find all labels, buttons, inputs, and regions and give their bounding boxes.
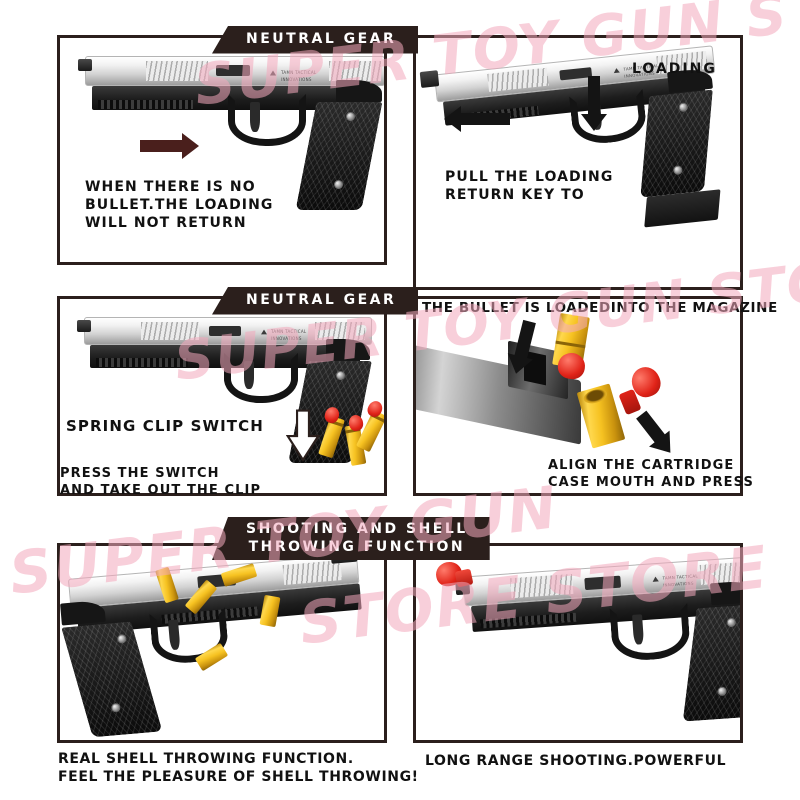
slide-serrations-front xyxy=(510,573,574,599)
arrow-shaft xyxy=(460,113,510,125)
slide-brand-line-2: INNOVATIONS xyxy=(271,336,302,341)
slide-serrations-front xyxy=(146,60,208,82)
accessory-rail xyxy=(98,100,193,109)
ejection-port xyxy=(216,65,250,76)
arrow-shaft xyxy=(140,140,184,152)
arrow-shaft xyxy=(514,319,536,360)
caption-no-bullet: WHEN THERE IS NO BULLET.THE LOADING WILL… xyxy=(85,179,274,232)
ejection-port xyxy=(584,575,622,591)
slide-serrations-rear xyxy=(329,60,381,82)
beavertail xyxy=(709,580,740,606)
caption-real-shell-throwing: REAL SHELL THROWING FUNCTION. FEEL THE P… xyxy=(58,751,419,786)
brand-triangle-icon xyxy=(613,67,620,74)
title-bullet-loaded-magazine: THE BULLET IS LOADEDINTO THE MAGAZINE xyxy=(422,300,778,316)
caption-spring-clip-switch: SPRING CLIP SWITCH xyxy=(66,417,264,435)
slide-serrations-rear xyxy=(282,559,343,586)
trigger xyxy=(244,361,254,389)
muzzle-tip xyxy=(77,320,91,332)
arrow-down-hollow xyxy=(286,409,320,462)
grip-screw-bottom xyxy=(334,180,343,189)
muzzle-tip xyxy=(419,70,440,88)
pistol-illustration-1: TAMN TACTICAL INNOVATIONS xyxy=(60,50,384,215)
trigger-guard xyxy=(609,602,692,663)
panel-neutral-gear-2: TAMN TACTICAL INNOVATIONS xyxy=(57,296,387,496)
panel-shell-throwing xyxy=(57,543,387,743)
cartridge-case-detached xyxy=(576,383,626,449)
pistol-illustration-6: TAMN TACTICAL INNOVATIONS xyxy=(446,546,740,740)
pistol-slide: TAMN TACTICAL INNOVATIONS xyxy=(84,317,372,345)
slide-serrations-front xyxy=(487,67,549,93)
title-loading: LOADING xyxy=(632,61,717,77)
pistol-illustration-3: TAMN TACTICAL INNOVATIONS xyxy=(60,313,384,473)
panel-long-range: TAMN TACTICAL INNOVATIONS xyxy=(413,543,743,743)
arrow-left-black xyxy=(444,106,514,132)
arrow-down-black xyxy=(581,76,607,132)
caption-long-range-shooting: LONG RANGE SHOOTING.POWERFUL xyxy=(425,753,727,769)
arrow-shaft xyxy=(588,76,600,116)
shell-rim xyxy=(555,340,586,349)
slide-serrations-rear xyxy=(315,321,365,341)
brand-triangle-icon xyxy=(261,329,267,335)
magazine-baseplate xyxy=(644,189,721,228)
slide-brand-line-2: INNOVATIONS xyxy=(662,580,694,588)
caption-pull-loading: PULL THE LOADING RETURN KEY TO xyxy=(445,169,614,204)
beavertail xyxy=(336,80,382,102)
pistol-slide: TAMN TACTICAL INNOVATIONS xyxy=(85,56,384,86)
accessory-rail xyxy=(96,358,188,367)
pistol-grip xyxy=(61,621,163,738)
arrow-right-dark-red xyxy=(140,133,200,159)
arrow-head xyxy=(444,106,461,132)
ejection-port xyxy=(209,326,241,336)
trigger-guard xyxy=(224,353,298,403)
slide-brand-line-1: TAMN TACTICAL xyxy=(271,329,307,334)
arrow-head xyxy=(581,114,607,131)
caption-press-switch: PRESS THE SWITCH AND TAKE OUT THE CLIP xyxy=(60,466,262,498)
panel-load-magazine xyxy=(413,296,743,496)
bullet-in-flight-stem xyxy=(454,568,474,588)
caption-align-cartridge: ALIGN THE CARTRIDGE CASE MOUTH AND PRESS xyxy=(548,458,755,490)
slide-serrations-front xyxy=(141,321,199,341)
banner-shooting-shell-throwing: SHOOTING AND SHELL THROWING FUNCTION xyxy=(212,517,490,560)
trigger xyxy=(250,102,260,132)
beavertail xyxy=(326,339,370,360)
pistol-grip xyxy=(640,89,713,198)
banner-neutral-gear-1: NEUTRAL GEAR xyxy=(212,26,419,54)
trigger-guard xyxy=(228,94,306,146)
slide-brand-line-1: TAMN TACTICAL xyxy=(281,70,317,75)
case-mouth xyxy=(582,386,609,406)
muzzle-tip xyxy=(78,59,92,71)
brand-triangle-icon xyxy=(269,70,277,76)
arrow-head xyxy=(503,353,533,377)
brand-triangle-icon xyxy=(652,576,659,582)
grip-screw-top xyxy=(346,112,355,121)
panel-loading: TAMN TACTICAL INNOVATIONS xyxy=(413,35,743,290)
slide-brand-line-2: INNOVATIONS xyxy=(281,77,312,82)
trigger xyxy=(632,614,645,645)
grip-screw-top xyxy=(336,371,345,380)
panel-neutral-gear-1: TAMN TACTICAL INNOVATIONS xyxy=(57,35,387,265)
banner-neutral-gear-2: NEUTRAL GEAR xyxy=(212,287,419,315)
arrow-head xyxy=(182,133,199,159)
pistol-grip xyxy=(295,102,383,210)
